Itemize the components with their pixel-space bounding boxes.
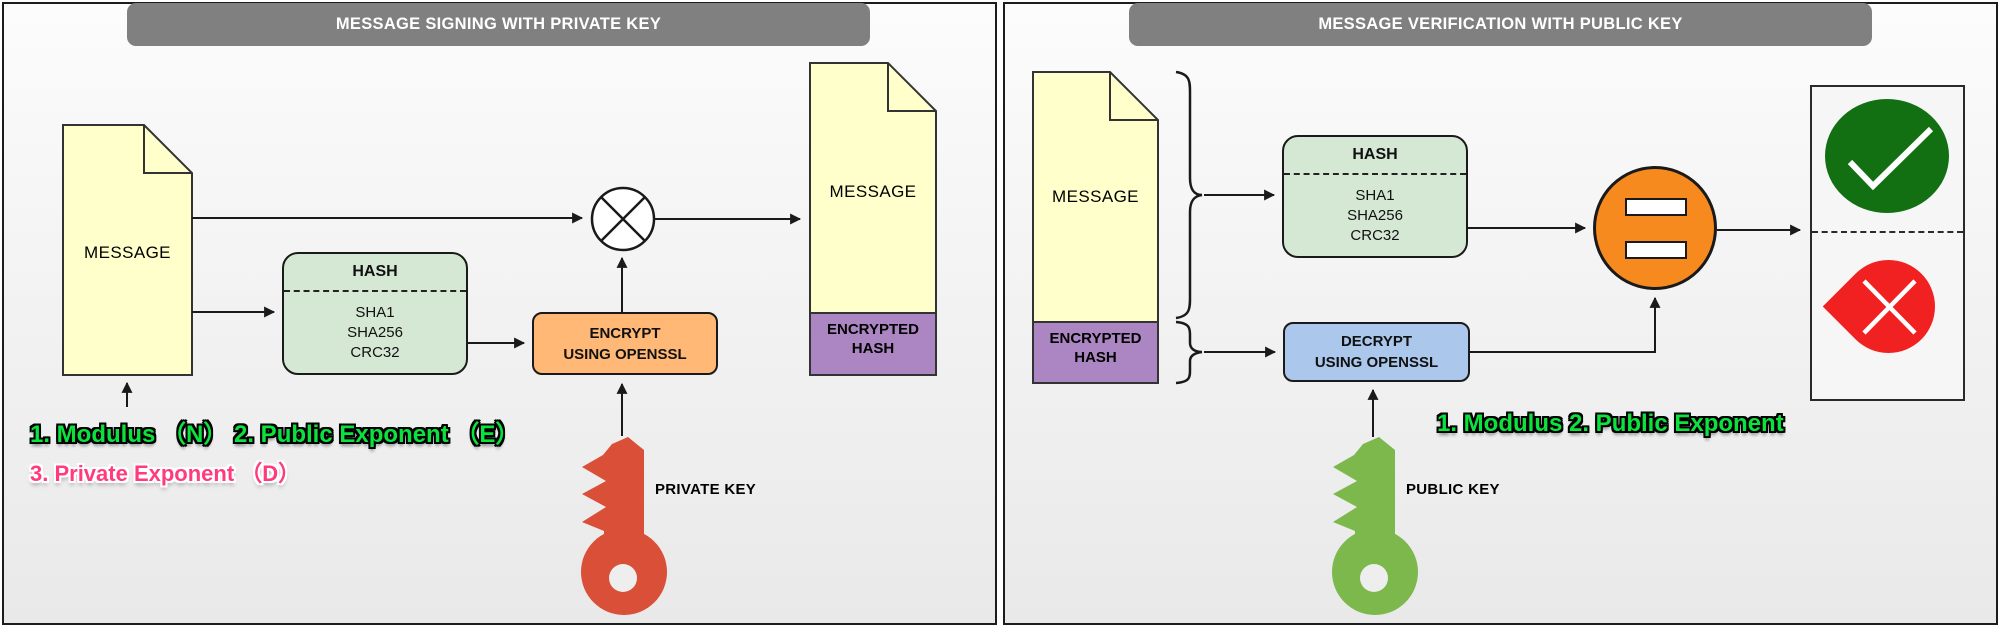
encrypt-box-line1: ENCRYPT <box>589 324 661 342</box>
verification-result-box <box>1810 85 1965 401</box>
hash-algorithm: SHA256 <box>347 323 403 341</box>
decrypt-box-line2: USING OPENSSL <box>1314 354 1439 371</box>
combine-xor-icon <box>590 186 656 252</box>
message-document-shape <box>62 124 193 376</box>
hash-box-verification: HASH SHA1 SHA256 CRC32 <box>1282 135 1468 258</box>
hash-algorithm: SHA1 <box>1355 186 1395 204</box>
verification-title-bar: MESSAGE VERIFICATION WITH PUBLIC KEY <box>1129 3 1872 46</box>
received-encrypted-hash-label: ENCRYPTED HASH <box>1049 330 1142 366</box>
signing-title: MESSAGE SIGNING WITH PRIVATE KEY <box>335 15 662 33</box>
hash-algorithm: CRC32 <box>1350 226 1400 244</box>
curly-brace-encrypted-hash <box>1175 320 1203 385</box>
hash-algorithm: SHA1 <box>355 303 395 321</box>
signed-document-label: MESSAGE <box>829 182 917 201</box>
private-key-label: PRIVATE KEY <box>655 481 757 498</box>
signing-title-bar: MESSAGE SIGNING WITH PRIVATE KEY <box>127 3 870 46</box>
hash-algorithm-list: SHA1 SHA256 CRC32 <box>284 292 466 373</box>
public-key-label: PUBLIC KEY <box>1406 481 1500 498</box>
curly-brace-message <box>1175 70 1203 320</box>
hash-box-title: HASH <box>284 254 466 292</box>
received-document-shape <box>1032 71 1159 384</box>
equals-bar <box>1625 198 1687 216</box>
received-document-label: MESSAGE <box>1052 187 1139 206</box>
valid-result-icon <box>1825 99 1949 213</box>
verification-title: MESSAGE VERIFICATION WITH PUBLIC KEY <box>1318 15 1683 33</box>
decrypt-box-line1: DECRYPT <box>1340 333 1413 350</box>
signing-key-components-note: 1. Modulus （N） 2. Public Exponent （E） <box>30 421 520 448</box>
result-marks <box>1847 126 1934 335</box>
private-key-icon <box>581 437 667 615</box>
hash-box-signing: HASH SHA1 SHA256 CRC32 <box>282 252 468 375</box>
private-exponent-note: 3. Private Exponent （D） <box>30 461 301 486</box>
hash-algorithm-list: SHA1 SHA256 CRC32 <box>1284 175 1466 256</box>
hash-algorithm: CRC32 <box>350 343 400 361</box>
encrypt-box-line2: USING OPENSSL <box>563 345 687 363</box>
public-key-icon <box>1332 437 1418 615</box>
hash-algorithm: SHA256 <box>1347 206 1403 224</box>
signed-document-shape <box>809 62 937 376</box>
message-document-label: MESSAGE <box>84 243 171 262</box>
encrypt-box: ENCRYPT USING OPENSSL <box>532 312 718 375</box>
decrypt-box: DECRYPT USING OPENSSL <box>1283 322 1470 382</box>
result-divider <box>1812 231 1963 233</box>
connector-arrows <box>121 189 1802 437</box>
verification-key-components-note: 1. Modulus 2. Public Exponent <box>1437 410 1784 437</box>
check-icon <box>1847 126 1934 191</box>
equals-bar <box>1625 241 1687 259</box>
equals-compare-icon <box>1593 166 1717 290</box>
cross-icon <box>1862 279 1917 335</box>
hash-box-title: HASH <box>1284 137 1466 175</box>
encrypted-hash-label: ENCRYPTED HASH <box>827 321 919 357</box>
